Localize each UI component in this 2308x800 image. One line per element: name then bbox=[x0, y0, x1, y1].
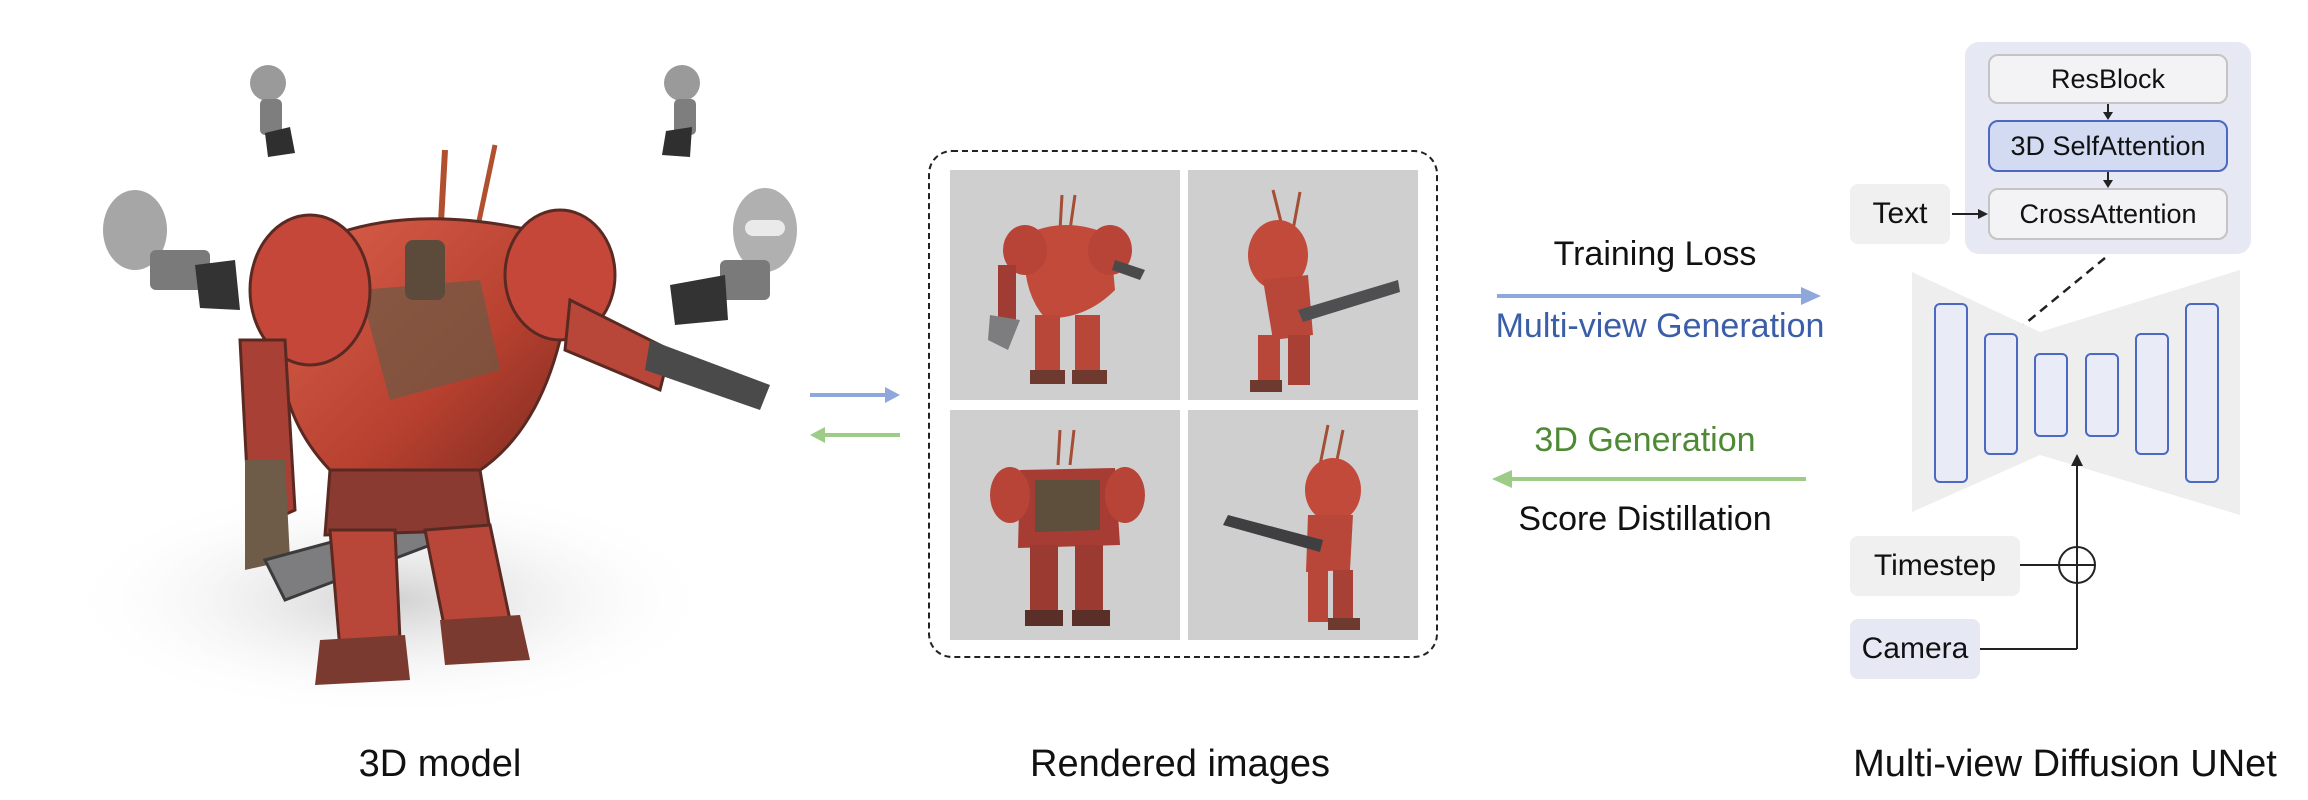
robot-front-view bbox=[988, 194, 1145, 384]
robot-other-side-view bbox=[1223, 424, 1361, 630]
model-scene bbox=[60, 40, 820, 730]
robot-side-view bbox=[1248, 189, 1400, 392]
rendered-view-back bbox=[950, 410, 1180, 640]
unet-feature-block bbox=[2135, 333, 2169, 455]
camera-icon bbox=[103, 190, 240, 310]
caption-3d-model: 3D model bbox=[358, 743, 522, 785]
robot-model-illustration bbox=[60, 65, 797, 720]
rendered-view-front bbox=[950, 170, 1180, 400]
rendered-view-side bbox=[1188, 170, 1418, 400]
unet-diagram bbox=[1912, 104, 2240, 650]
cross-attention-box: CrossAttention bbox=[1988, 188, 2228, 240]
unet-feature-block bbox=[2185, 303, 2219, 483]
caption-diffusion-unet: Multi-view Diffusion UNet bbox=[1853, 743, 2277, 785]
text-input-box: Text bbox=[1850, 184, 1950, 244]
training-loss-label: Training Loss bbox=[1553, 235, 1757, 273]
rendered-images-panel bbox=[928, 150, 1438, 658]
backward-arrow bbox=[1492, 470, 1806, 488]
camera-icon bbox=[670, 188, 797, 325]
unet-feature-block bbox=[1934, 303, 1968, 483]
forward-arrow bbox=[1497, 287, 1821, 305]
robot-back-view bbox=[990, 429, 1145, 626]
unet-feature-block bbox=[1984, 333, 2018, 455]
rendered-view-other-side bbox=[1188, 410, 1418, 640]
multiview-generation-label: Multi-view Generation bbox=[1495, 307, 1825, 345]
block-connector-dashed bbox=[2014, 257, 2106, 333]
resblock-box: ResBlock bbox=[1988, 54, 2228, 104]
self-attention-box: 3D SelfAttention bbox=[1988, 120, 2228, 172]
camera-icon bbox=[250, 65, 295, 157]
unet-feature-block bbox=[2085, 353, 2119, 437]
bidirectional-arrows bbox=[810, 387, 900, 443]
camera-input-box: Camera bbox=[1850, 619, 1980, 679]
camera-icon bbox=[662, 65, 700, 157]
caption-rendered-images: Rendered images bbox=[1030, 743, 1330, 785]
unet-feature-block bbox=[2034, 353, 2068, 437]
timestep-input-box: Timestep bbox=[1850, 536, 2020, 596]
score-distillation-label: Score Distillation bbox=[1518, 500, 1772, 538]
3d-generation-label: 3D Generation bbox=[1534, 421, 1756, 459]
